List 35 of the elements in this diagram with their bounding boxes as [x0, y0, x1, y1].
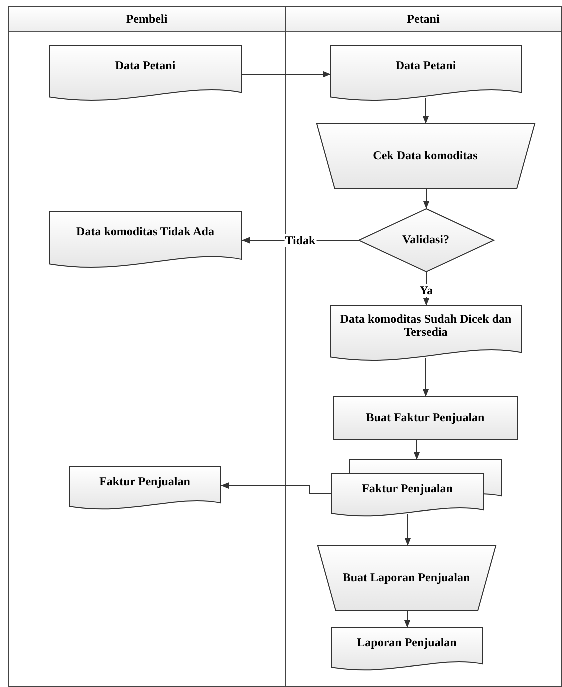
document-shape — [70, 466, 220, 510]
arrow — [242, 71, 332, 78]
shape-label: Data Petani — [114, 59, 177, 73]
decision-diamond — [358, 208, 494, 272]
shape-label: Data komoditas Sudah Dicek dan Tersedia — [339, 312, 513, 340]
arrow — [423, 188, 430, 210]
process-box — [334, 396, 518, 440]
swimlane — [285, 6, 562, 687]
document-shape — [330, 46, 522, 102]
shape-label: Validasi? — [402, 233, 450, 247]
arrow — [220, 482, 332, 494]
document-shape — [50, 212, 242, 270]
arrow — [414, 440, 420, 460]
edge-label: Ya — [418, 284, 434, 298]
shape-label: Data komoditas Tidak Ada — [76, 226, 216, 239]
arrow — [422, 358, 430, 398]
shape-label: Cek Data komoditas — [372, 149, 479, 163]
shape-label: Faktur Penjualan — [361, 482, 454, 496]
shape-label: Laporan Penjualan — [356, 636, 458, 650]
swimlane — [8, 6, 286, 687]
document-shape — [330, 306, 522, 362]
document-shape — [332, 628, 482, 672]
arrow — [404, 514, 412, 546]
manual-operation-shape — [316, 124, 534, 188]
shape-label: Buat Laporan Penjualan — [342, 571, 472, 585]
shape-label: Faktur Penjualan — [98, 476, 192, 489]
shape-label: Data Petani — [394, 59, 458, 73]
arrow — [423, 272, 430, 306]
manual-operation-shape — [318, 546, 496, 610]
arrow — [422, 98, 430, 124]
edge-label: Tidak — [284, 234, 317, 248]
document-shape — [50, 46, 242, 102]
shape-label: Buat Faktur Penjualan — [365, 411, 486, 425]
multi-document-shape — [332, 460, 502, 518]
arrow — [404, 610, 411, 628]
